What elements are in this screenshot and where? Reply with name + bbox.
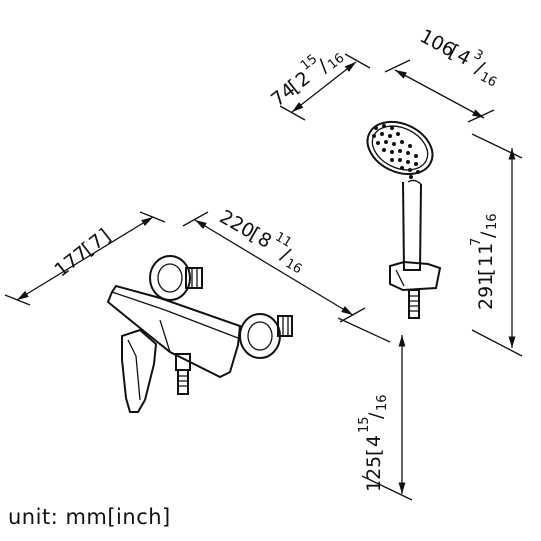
shower-mixer (106, 255, 293, 413)
svg-text:/: / (365, 412, 387, 419)
dim-mixer-width-num: 11 (272, 230, 294, 251)
svg-text:[: [ (475, 269, 497, 276)
dim-mixer-depth: 177 [ 7 ] (4, 211, 166, 306)
unit-label: unit: mm[inch] (8, 505, 171, 529)
dim-handshower-height-den: 16 (485, 213, 500, 230)
svg-text:/: / (477, 231, 499, 238)
dim-handshower-width: 106 [ 4 3 / 16 (384, 25, 499, 123)
hose-upper (408, 289, 420, 319)
dim-handshower-width-den: 16 (477, 70, 499, 91)
dim-handshower-height-mm: 291 (475, 274, 497, 310)
dim-handshower-depth: 74 [ 2 15 / 16 (267, 51, 371, 121)
dim-handshower-height-num: 7 (469, 238, 484, 246)
hand-shower (366, 120, 442, 319)
dim-mixer-width: 220 [ 8 11 / 16 (182, 206, 366, 323)
dim-mixer-height-num: 15 (357, 416, 372, 433)
spray-nozzles (372, 124, 420, 179)
svg-text:[: [ (363, 449, 385, 456)
dim-handshower-height-inch-whole: 11 (475, 243, 497, 267)
dim-mixer-height-den: 16 (375, 394, 390, 411)
dim-mixer-width-den: 16 (282, 256, 304, 277)
dim-mixer-height-inch-whole: 4 (363, 435, 385, 447)
dim-mixer-height-mm: 125 (363, 456, 385, 492)
dim-mixer-height: 125 [ 4 15 / 16 (337, 317, 413, 501)
dim-handshower-height: 291 [ 11 7 / 16 (469, 133, 523, 357)
